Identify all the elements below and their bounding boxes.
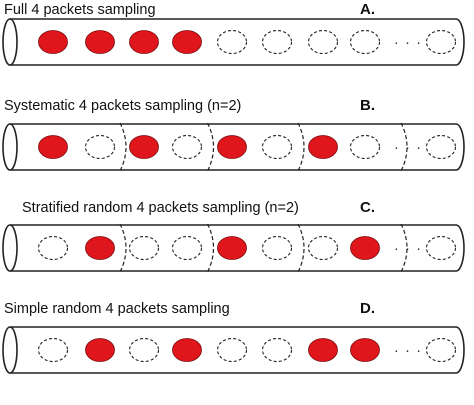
ellipsis: · · · bbox=[394, 139, 422, 156]
panel-title: Simple random 4 packets sampling bbox=[4, 301, 230, 317]
unsampled-packet bbox=[128, 337, 160, 363]
sampled-packet bbox=[308, 338, 338, 362]
sampled-packet bbox=[172, 338, 202, 362]
panel-d: Simple random 4 packets sampling D. · · · bbox=[2, 300, 465, 374]
unsampled-packet bbox=[171, 235, 203, 261]
panel-title: Systematic 4 packets sampling (n=2) bbox=[4, 98, 241, 114]
sampled-packet bbox=[85, 236, 115, 260]
sampled-packet bbox=[129, 30, 159, 54]
sampled-packet bbox=[85, 30, 115, 54]
unsampled-packet bbox=[261, 134, 293, 160]
unsampled-packet bbox=[261, 337, 293, 363]
unsampled-packet bbox=[171, 134, 203, 160]
pipe-opening bbox=[2, 224, 18, 272]
panel-b: Systematic 4 packets sampling (n=2) B. · ·… bbox=[2, 97, 465, 172]
group-divider bbox=[206, 223, 215, 273]
group-divider bbox=[400, 223, 408, 273]
group-divider bbox=[297, 223, 305, 273]
sampled-packet bbox=[308, 135, 338, 159]
panel-letter: A. bbox=[360, 1, 375, 18]
pipe-opening bbox=[2, 18, 18, 66]
unsampled-packet bbox=[425, 29, 457, 55]
unsampled-packet bbox=[349, 134, 381, 160]
unsampled-packet bbox=[425, 235, 457, 261]
sampled-packet bbox=[172, 30, 202, 54]
pipe-opening bbox=[2, 326, 18, 374]
sampled-packet bbox=[38, 30, 68, 54]
ellipsis: · · · bbox=[394, 240, 422, 257]
pipe-opening bbox=[2, 123, 18, 171]
unsampled-packet bbox=[307, 235, 339, 261]
sampled-packet bbox=[350, 338, 380, 362]
panel-letter: D. bbox=[360, 300, 375, 317]
pipe-body bbox=[10, 18, 465, 66]
ellipsis: · · · bbox=[394, 342, 422, 359]
unsampled-packet bbox=[307, 29, 339, 55]
group-divider bbox=[400, 122, 408, 172]
unsampled-packet bbox=[84, 134, 116, 160]
panel-a: Full 4 packets sampling A. · · · bbox=[2, 1, 465, 66]
unsampled-packet bbox=[37, 235, 69, 261]
group-divider bbox=[119, 223, 127, 273]
panel-title: Stratified random 4 packets sampling (n=… bbox=[22, 200, 299, 216]
sampled-packet bbox=[85, 338, 115, 362]
sampled-packet bbox=[38, 135, 68, 159]
pipe-body bbox=[10, 224, 465, 272]
sampled-packet bbox=[129, 135, 159, 159]
unsampled-packet bbox=[128, 235, 160, 261]
panel-letter: C. bbox=[360, 199, 375, 216]
sampled-packet bbox=[350, 236, 380, 260]
unsampled-packet bbox=[216, 29, 248, 55]
group-divider bbox=[119, 122, 127, 172]
panel-c: Stratified random 4 packets sampling (n=… bbox=[2, 199, 465, 273]
unsampled-packet bbox=[261, 29, 293, 55]
unsampled-packet bbox=[425, 337, 457, 363]
group-divider bbox=[297, 122, 305, 172]
panel-letter: B. bbox=[360, 97, 375, 114]
unsampled-packet bbox=[349, 29, 381, 55]
unsampled-packet bbox=[261, 235, 293, 261]
group-divider bbox=[206, 122, 215, 172]
unsampled-packet bbox=[216, 337, 248, 363]
ellipsis: · · · bbox=[394, 34, 422, 51]
sampled-packet bbox=[217, 135, 247, 159]
pipe-body bbox=[10, 123, 465, 171]
unsampled-packet bbox=[425, 134, 457, 160]
panel-title: Full 4 packets sampling bbox=[4, 2, 156, 18]
sampled-packet bbox=[217, 236, 247, 260]
unsampled-packet bbox=[37, 337, 69, 363]
pipe-body bbox=[10, 326, 465, 374]
